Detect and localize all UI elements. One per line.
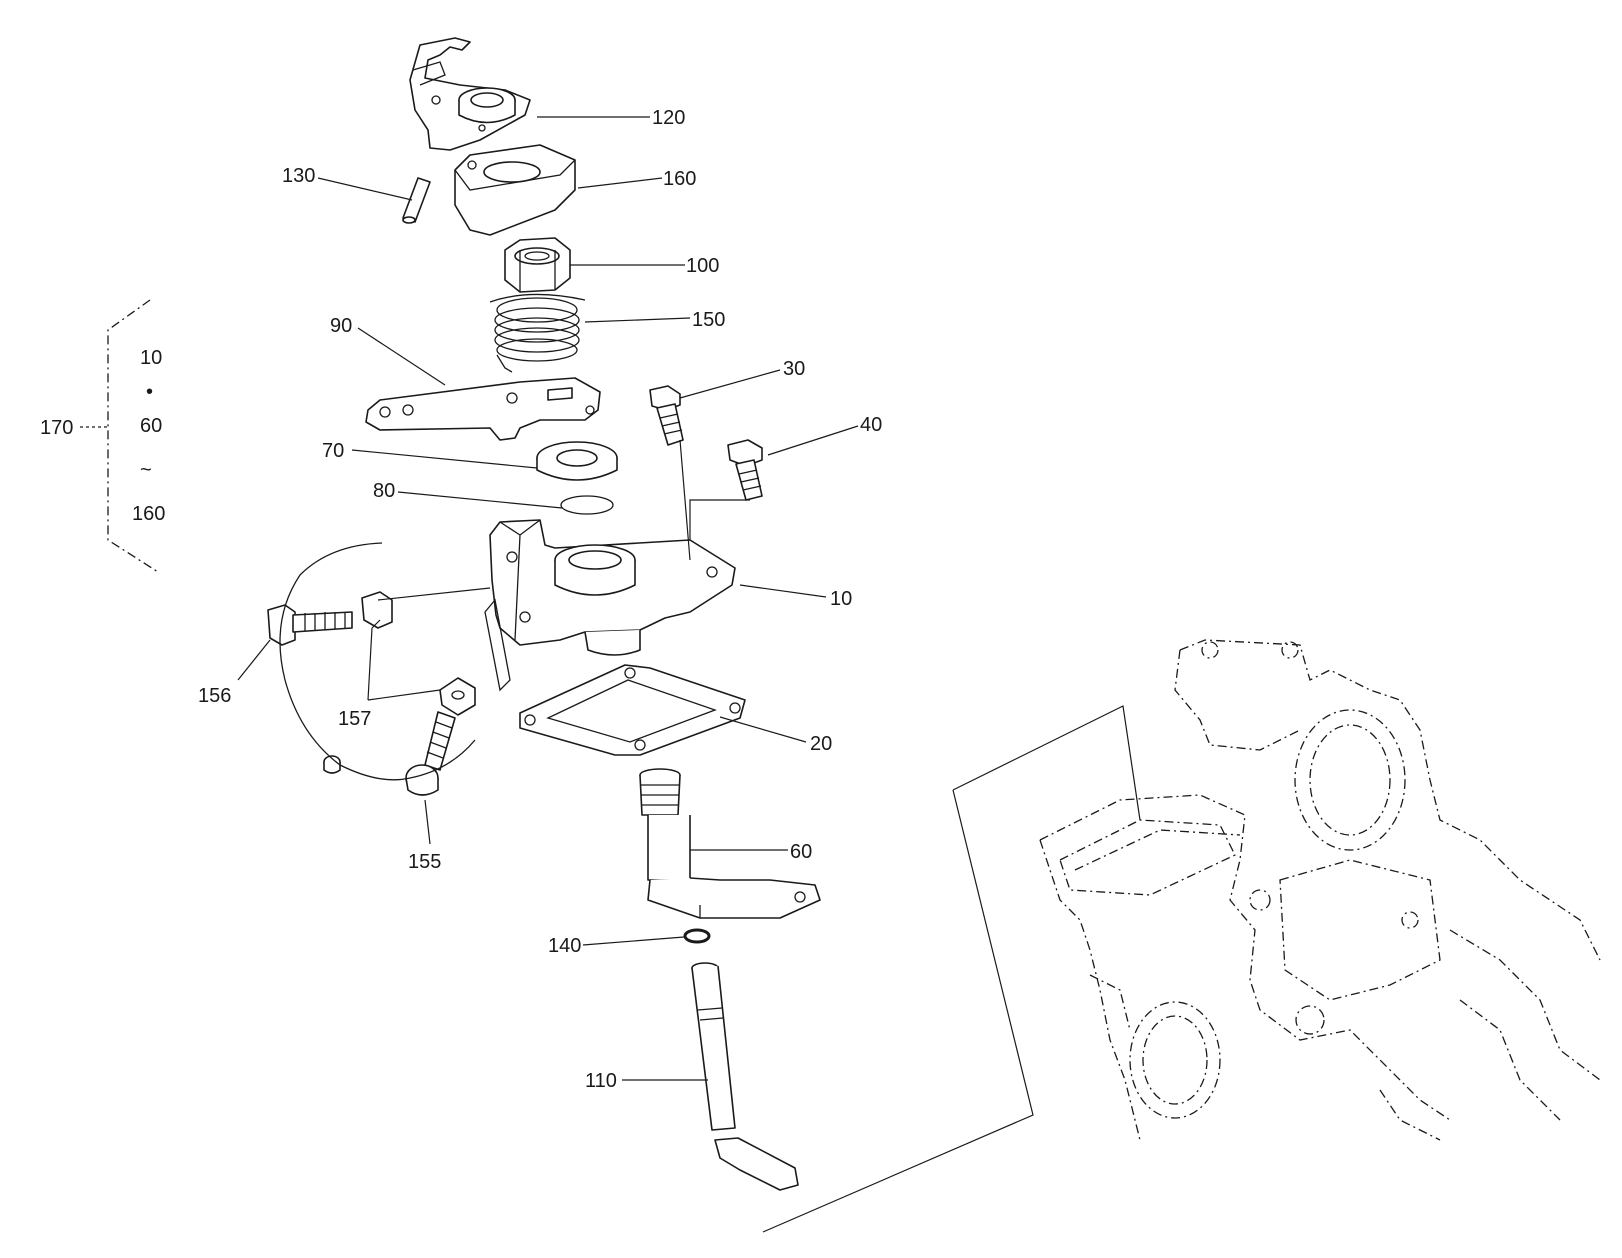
callout-156: 156 [198,685,231,707]
callout-100: 100 [686,255,719,277]
callout-30: 30 [783,358,805,380]
kit-second: 60 [140,415,162,437]
part-120-bracket [409,37,531,151]
kit-first: 10 [140,347,162,369]
callout-130: 130 [282,165,315,187]
part-160-cam [454,144,576,236]
callout-140: 140 [548,935,581,957]
callout-10: 10 [830,588,852,610]
kit-bracket [80,299,159,573]
part-157-nut-lower [439,677,476,716]
part-157-nut-upper [361,591,393,629]
part-150-spring [489,293,586,373]
part-40-bolt [727,439,763,501]
callout-20: 20 [810,733,832,755]
part-small-cap [323,755,341,774]
callout-60: 60 [790,841,812,863]
assembly-outline [762,705,1141,1233]
part-20-gasket [519,664,746,756]
callout-157: 157 [338,708,371,730]
clip-wire [279,542,476,781]
kit-range-mark: ~ [140,459,152,481]
part-80-oring [560,495,614,515]
part-100-nut [504,237,571,293]
callout-170: 170 [40,417,73,439]
callout-80: 80 [373,480,395,502]
callout-150: 150 [692,309,725,331]
callout-110: 110 [585,1070,617,1092]
part-90-lever [365,377,601,441]
part-70-washer [536,441,618,481]
callout-70: 70 [322,440,344,462]
callout-155: 155 [408,851,441,873]
part-30-bolt [649,385,684,446]
part-60-shaft [639,768,821,919]
part-156-bolt [267,604,353,646]
part-10-housing [484,519,736,692]
leader-lines [237,116,859,1081]
part-130-pin [402,177,431,224]
callout-120: 120 [652,107,685,129]
kit-dot: • [146,381,153,403]
part-155-bolt [405,711,456,796]
engine-block [1039,639,1601,1141]
callout-160: 160 [663,168,696,190]
kit-last: 160 [132,503,165,525]
part-140-ring [683,928,711,944]
callout-40: 40 [860,414,882,436]
callout-90: 90 [330,315,352,337]
part-110-shaft [691,962,799,1191]
